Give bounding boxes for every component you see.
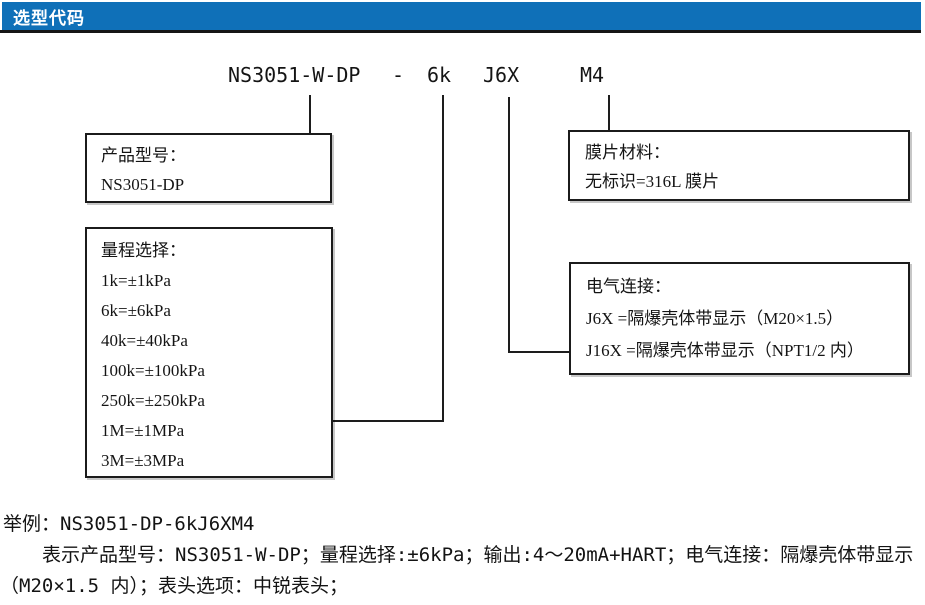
electrical-connection-box-title: 电气连接： [586,277,671,296]
membrane-material-box-title: 膜片材料： [585,143,670,162]
product-model-box-title: 产品型号： [101,146,186,165]
example-code-line: 举例：NS3051-DP-6kJ6XM4 [3,513,255,535]
electrical-option: J6X =隔爆壳体带显示（M20×1.5） [586,309,844,328]
range-option: 1k=±1kPa [101,271,171,290]
range-selection-box-title: 量程选择： [101,241,186,260]
range-option: 40k=±40kPa [101,331,188,350]
range-option: 100k=±100kPa [101,361,205,380]
electrical-connection-box: 电气连接： J6X =隔爆壳体带显示（M20×1.5） J16X =隔爆壳体带显… [569,262,910,375]
connector-electrical-vertical [508,97,510,353]
example-description-line: 表示产品型号：NS3051-W-DP；量程选择:±6kPa；输出:4～20mA+… [42,544,914,566]
range-selection-box: 量程选择： 1k=±1kPa 6k=±6kPa 40k=±40kPa 100k=… [85,227,333,478]
section-header-underline [0,30,921,33]
range-option: 3M=±3MPa [101,451,185,470]
code-token-display: M4 [580,63,605,87]
example-description-line: （M20×1.5 内）；表头选项：中锐表头； [0,575,349,597]
membrane-material-box: 膜片材料： 无标识=316L 膜片 [568,130,910,201]
electrical-option: J16X =隔爆壳体带显示（NPT1/2 内） [586,341,864,360]
code-token-range: 6k [427,63,452,87]
product-model-value: NS3051-DP [101,175,185,194]
connector-electrical-horizontal [508,351,571,353]
connector-range-vertical [442,95,444,422]
connector-model-vertical [309,95,311,133]
connector-membrane-vertical [608,95,610,132]
code-token-model: NS3051-W-DP [228,63,361,87]
code-token-electrical: J6X [483,63,520,87]
product-model-box: 产品型号： NS3051-DP [85,133,332,203]
section-header-bar: 选型代码 [2,2,921,30]
range-option: 1M=±1MPa [101,421,185,440]
section-title: 选型代码 [13,8,85,28]
range-option: 250k=±250kPa [101,391,205,410]
code-token-separator: - [392,63,405,87]
membrane-material-value: 无标识=316L 膜片 [585,172,720,191]
connector-range-horizontal [333,420,444,422]
range-option: 6k=±6kPa [101,301,171,320]
